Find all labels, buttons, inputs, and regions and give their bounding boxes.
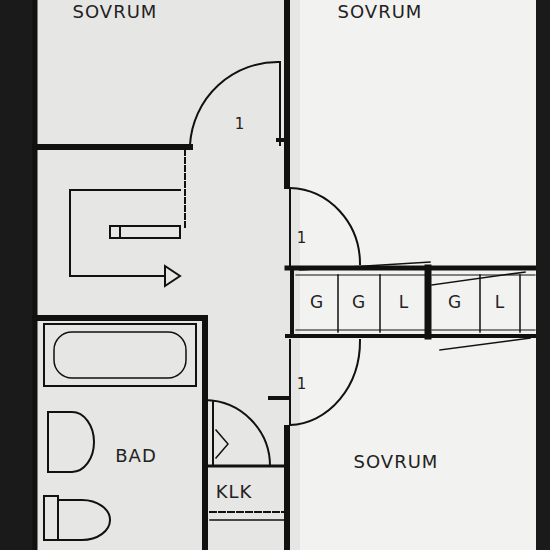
door-number: 1 bbox=[297, 377, 308, 392]
room-name: BAD bbox=[115, 447, 157, 465]
closet-label: L bbox=[495, 294, 505, 311]
room-name: SOVRUM bbox=[354, 453, 439, 471]
closet-label: G bbox=[310, 294, 324, 311]
room-name: SOVRUM bbox=[73, 3, 158, 21]
closet-label: G bbox=[352, 294, 366, 311]
room-name: KLK bbox=[216, 483, 253, 501]
closet-label: G bbox=[448, 294, 462, 311]
room-name: SOVRUM bbox=[338, 3, 423, 21]
closet-label: L bbox=[399, 294, 409, 311]
door-number: 1 bbox=[235, 117, 246, 132]
door-number: 1 bbox=[297, 231, 308, 246]
